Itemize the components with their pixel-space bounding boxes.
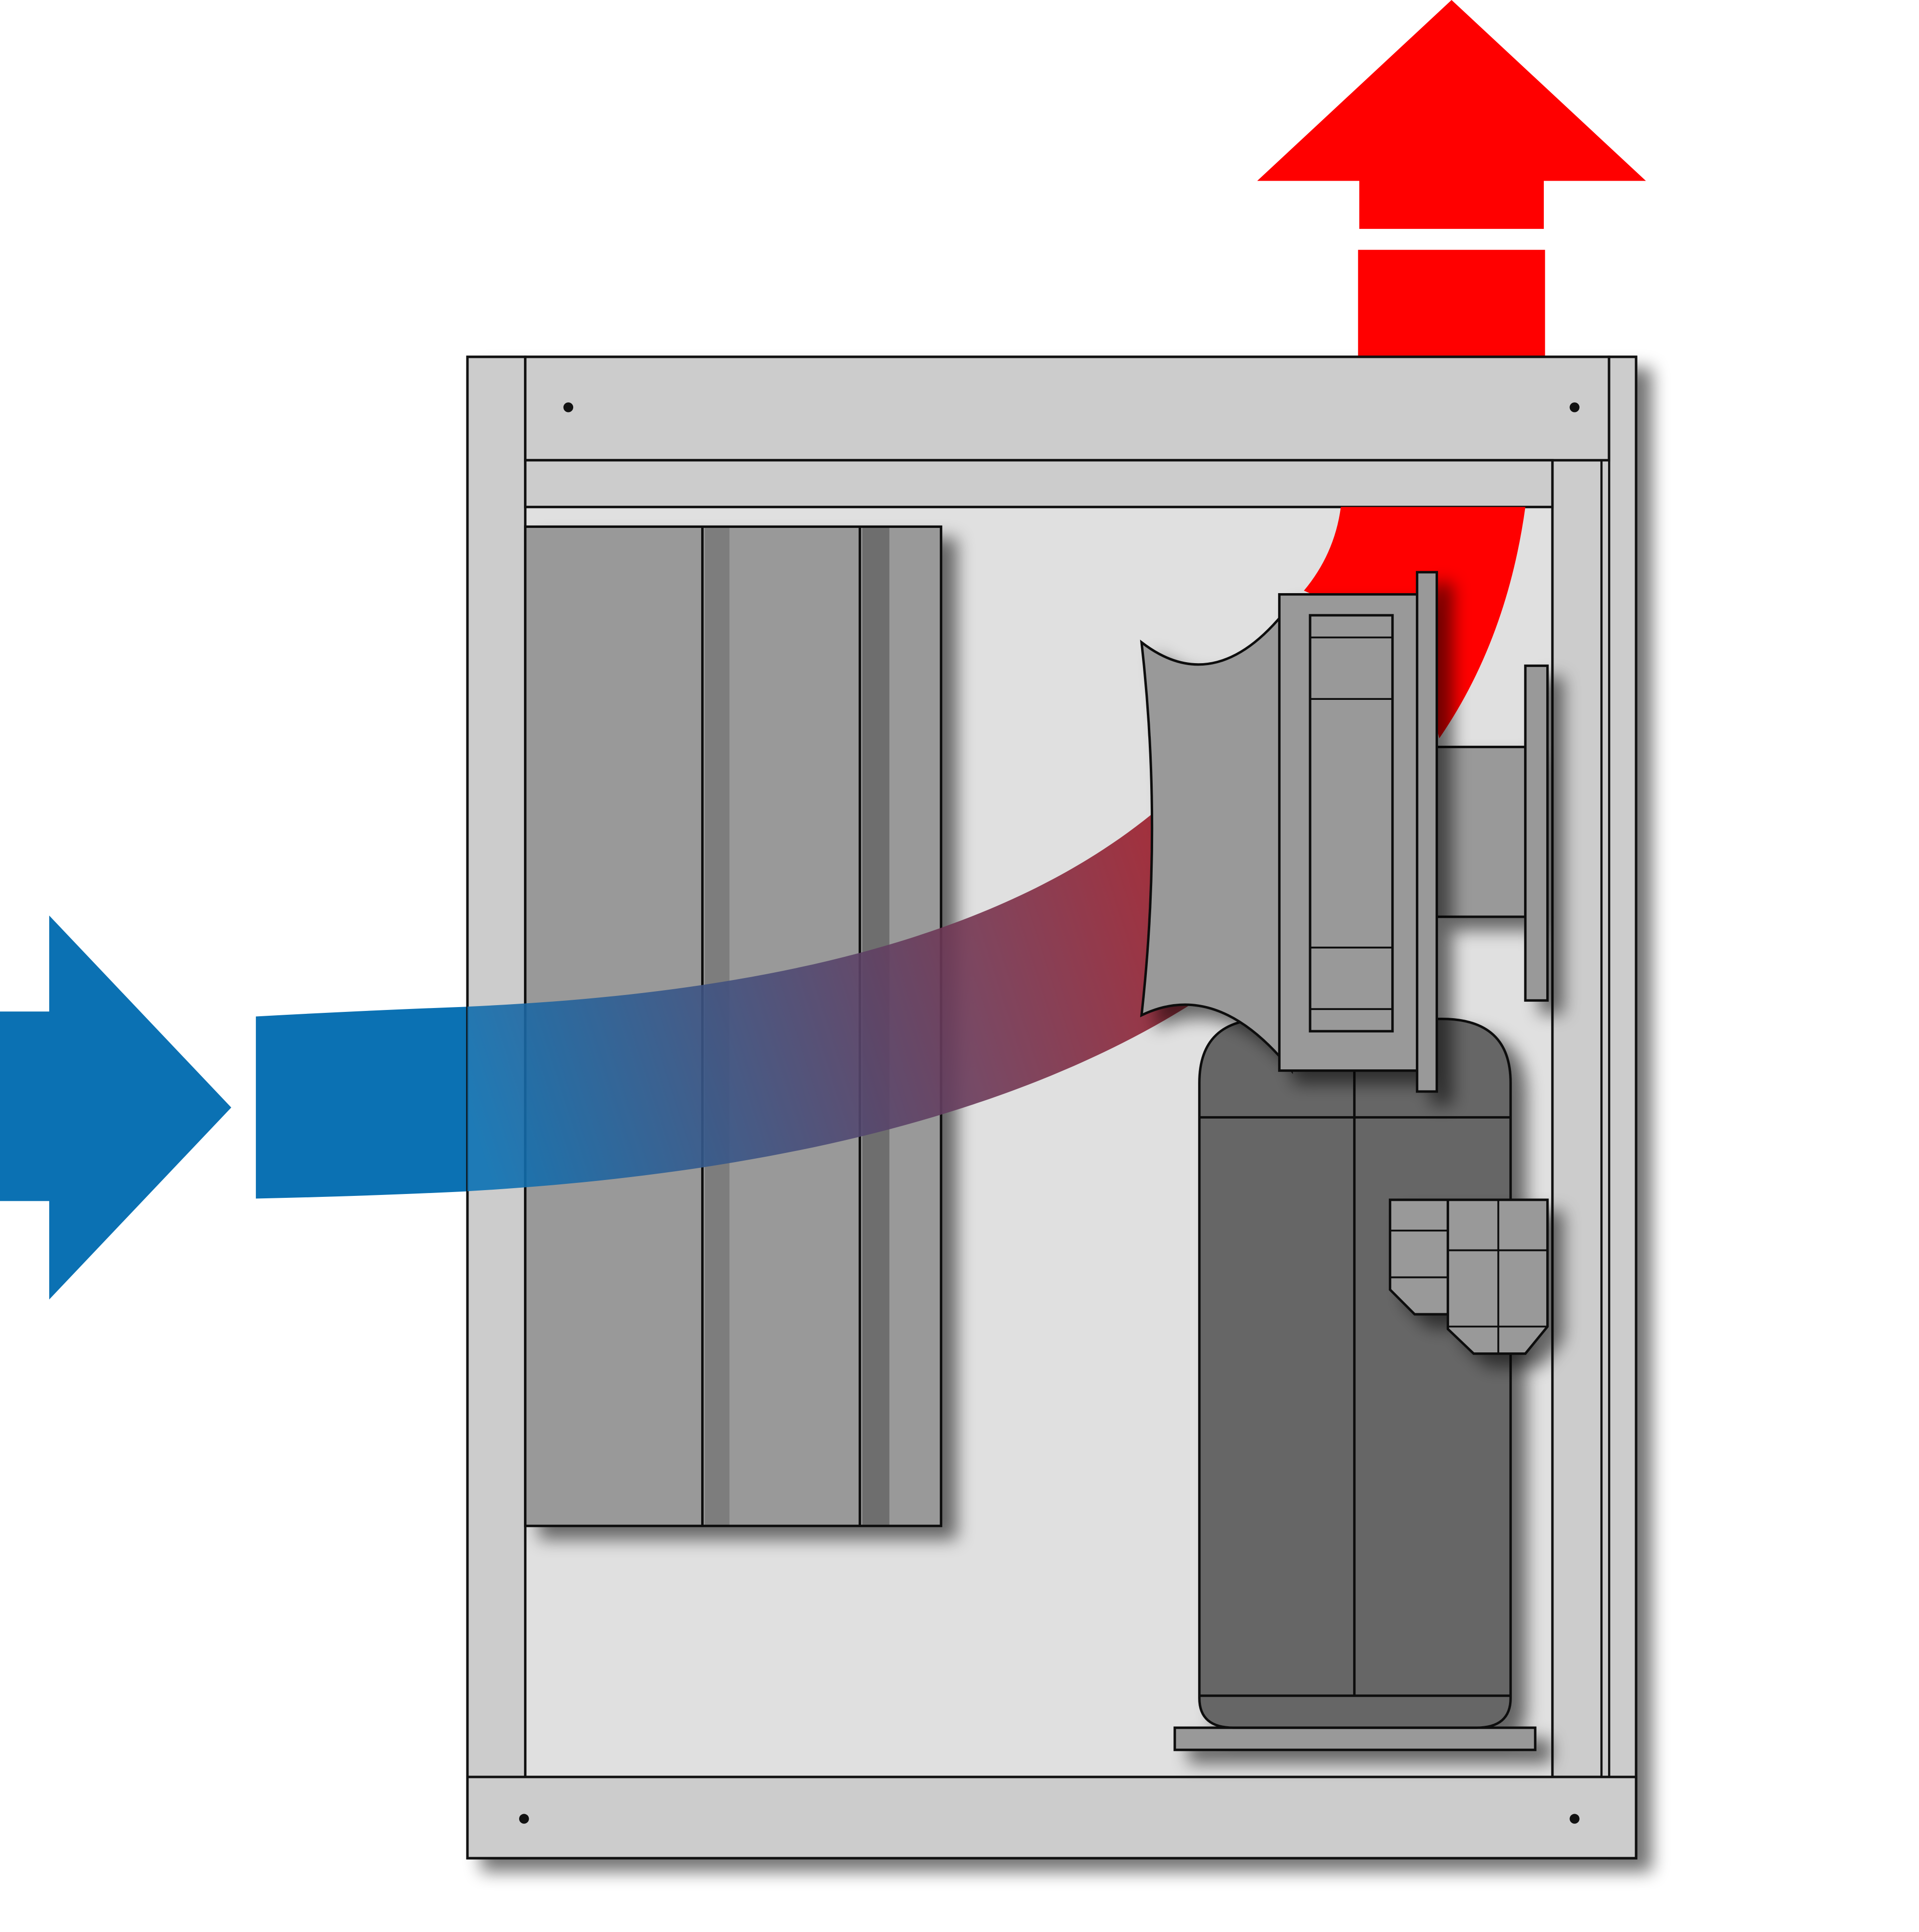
cabinet-frame xyxy=(466,355,1637,1860)
compressor-icon xyxy=(1173,1018,1537,1751)
motor-mount-icon xyxy=(1433,664,1549,1002)
red-outflow-arrow-icon xyxy=(1257,0,1646,357)
terminal-box-icon xyxy=(1389,1198,1549,1355)
airflow-path xyxy=(467,800,1194,1192)
blue-inflow-arrow-icon xyxy=(0,915,470,1300)
centrifugal-fan-icon xyxy=(1140,571,1438,1093)
